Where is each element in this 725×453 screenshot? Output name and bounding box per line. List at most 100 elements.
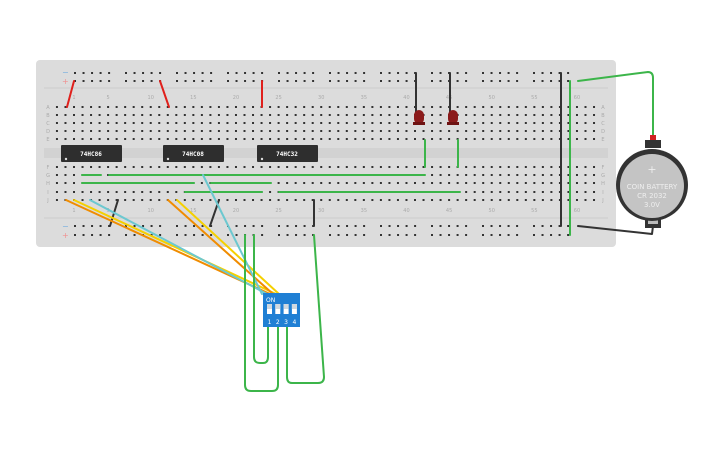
hole[interactable] [243,130,246,132]
hole[interactable] [448,182,451,184]
hole[interactable] [379,106,382,108]
hole[interactable] [337,166,340,168]
hole[interactable] [558,130,561,132]
hole[interactable] [550,199,553,201]
rail-hole[interactable] [456,72,459,74]
hole[interactable] [371,182,374,184]
hole[interactable] [124,138,127,140]
hole[interactable] [98,191,101,193]
hole[interactable] [593,130,596,132]
hole[interactable] [575,106,578,108]
hole[interactable] [516,174,519,176]
hole[interactable] [294,130,297,132]
green-wire[interactable] [244,234,279,392]
rail-hole[interactable] [397,80,400,82]
hole[interactable] [558,122,561,124]
hole[interactable] [388,122,391,124]
rail-hole[interactable] [142,72,145,74]
hole[interactable] [294,122,297,124]
hole[interactable] [422,106,425,108]
rail-hole[interactable] [550,80,553,82]
hole[interactable] [405,138,408,140]
hole[interactable] [226,106,229,108]
rail-hole[interactable] [303,80,306,82]
hole[interactable] [64,191,67,193]
rail-hole[interactable] [278,234,280,236]
hole[interactable] [550,138,553,140]
hole[interactable] [473,191,476,193]
rail-hole[interactable] [99,80,102,82]
hole[interactable] [234,138,237,140]
rail-hole[interactable] [541,80,544,82]
hole[interactable] [226,166,229,168]
rail-hole[interactable] [150,80,153,82]
hole[interactable] [73,191,75,193]
hole[interactable] [465,122,468,124]
rail-hole[interactable] [252,225,255,227]
hole[interactable] [269,106,272,108]
hole[interactable] [141,114,144,116]
hole[interactable] [414,138,416,140]
rail-hole[interactable] [431,225,433,227]
hole[interactable] [286,106,289,108]
hole[interactable] [541,182,544,184]
hole[interactable] [456,106,459,108]
hole[interactable] [115,122,118,124]
hole[interactable] [524,130,527,132]
hole[interactable] [414,166,416,168]
hole[interactable] [166,114,169,116]
hole[interactable] [448,174,451,176]
hole[interactable] [277,199,280,201]
hole[interactable] [98,199,101,201]
rail-hole[interactable] [558,72,561,74]
hole[interactable] [371,106,374,108]
hole[interactable] [405,130,408,132]
hole[interactable] [328,130,331,132]
hole[interactable] [183,166,186,168]
hole[interactable] [456,182,459,184]
hole[interactable] [192,130,195,132]
hole[interactable] [584,114,587,116]
hole[interactable] [575,174,578,176]
rail-hole[interactable] [490,234,493,236]
hole[interactable] [575,138,578,140]
hole[interactable] [320,114,323,116]
hole[interactable] [558,106,561,108]
hole[interactable] [490,199,493,201]
rail-hole[interactable] [227,72,229,74]
hole[interactable] [490,174,493,176]
hole[interactable] [499,122,502,124]
hole[interactable] [550,106,553,108]
hole[interactable] [507,191,510,193]
hole[interactable] [158,138,161,140]
hole[interactable] [166,138,169,140]
rail-hole[interactable] [150,225,153,227]
hole[interactable] [115,130,118,132]
hole[interactable] [141,199,144,201]
hole[interactable] [234,122,237,124]
rail-hole[interactable] [550,72,553,74]
hole[interactable] [593,174,596,176]
hole[interactable] [456,130,459,132]
rail-hole[interactable] [295,234,298,236]
rail-hole[interactable] [448,225,451,227]
rail-hole[interactable] [516,225,519,227]
hole[interactable] [64,174,67,176]
hole[interactable] [516,138,519,140]
rail-hole[interactable] [91,72,94,74]
hole[interactable] [217,122,220,124]
hole[interactable] [141,138,144,140]
hole[interactable] [311,106,314,108]
hole[interactable] [345,114,348,116]
hole[interactable] [533,199,536,201]
hole[interactable] [294,182,297,184]
hole[interactable] [90,114,93,116]
hole[interactable] [260,199,263,201]
hole[interactable] [243,122,246,124]
hole[interactable] [320,166,323,168]
hole[interactable] [405,199,408,201]
rail-hole[interactable] [346,234,349,236]
rail-hole[interactable] [541,225,544,227]
hole[interactable] [115,138,118,140]
